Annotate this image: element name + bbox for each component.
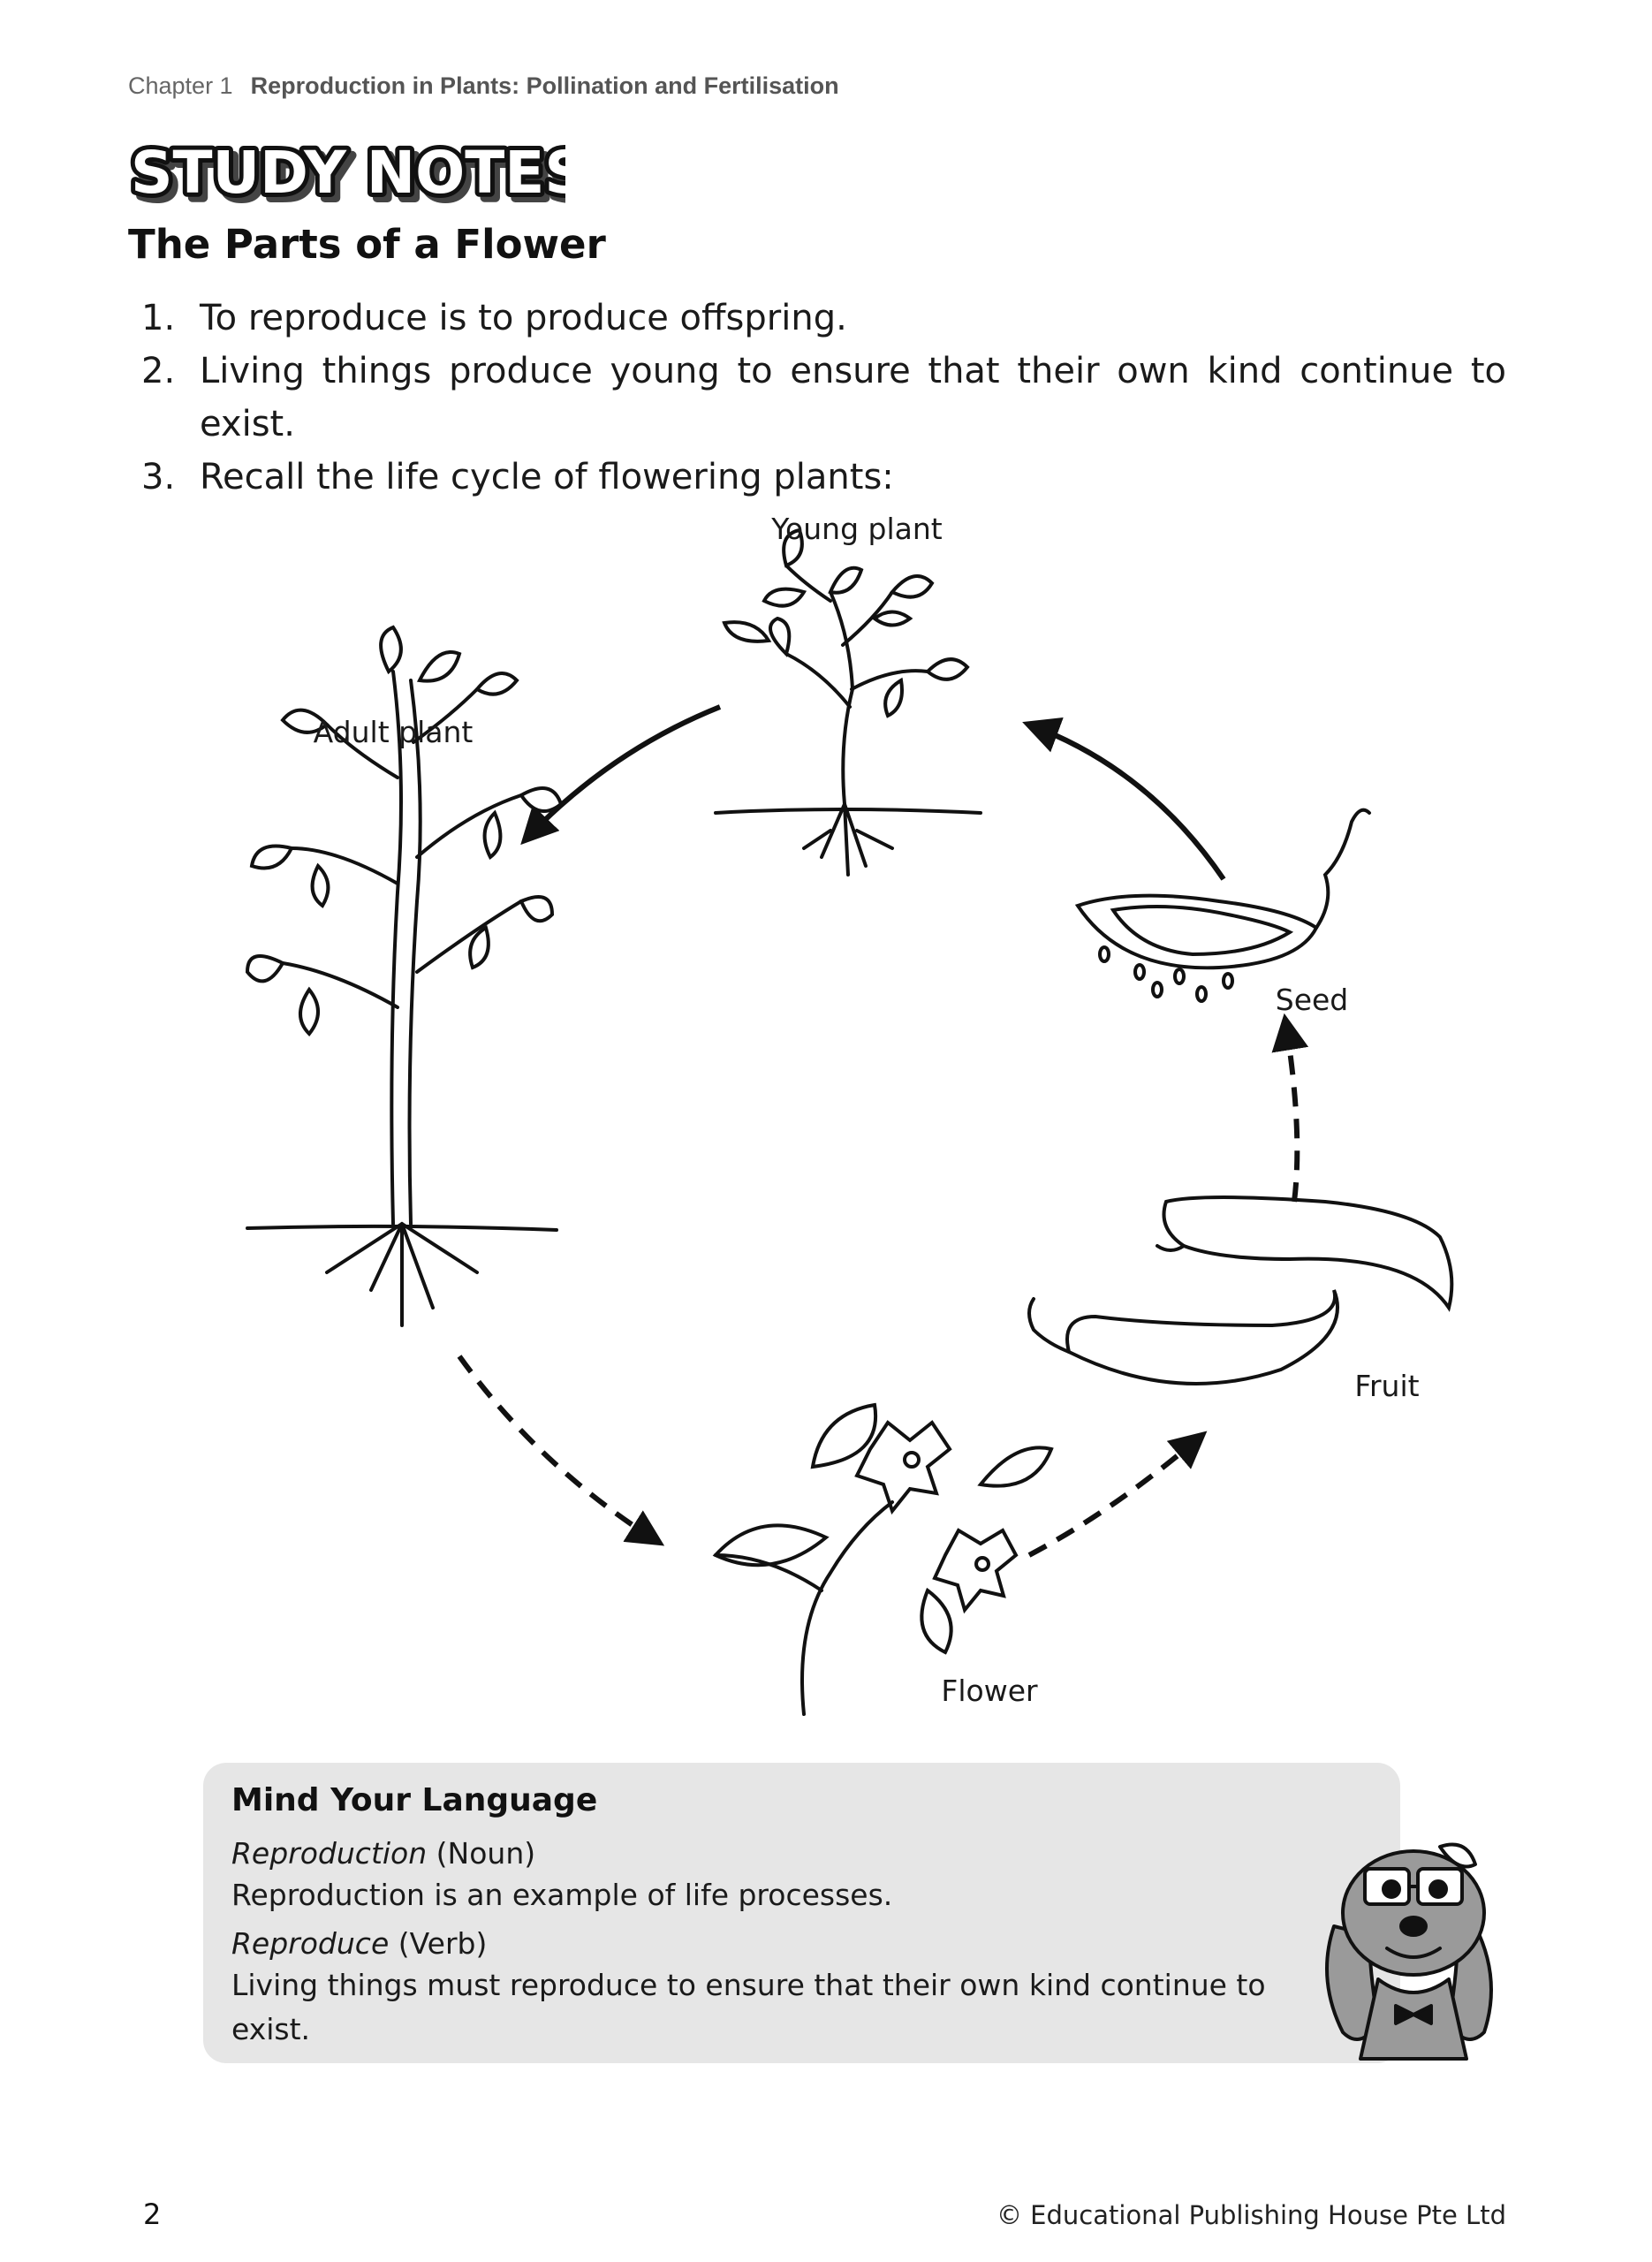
label-adult-plant: Adult plant: [314, 715, 474, 749]
term1-example: Reproduction is an example of life proce…: [231, 1873, 1283, 1917]
young-plant-illustration: [716, 530, 981, 875]
arrow-flower-to-fruit: [1029, 1436, 1201, 1555]
list-item: 2.Living things produce young to ensure …: [141, 345, 1506, 451]
term2: Reproduce: [231, 1926, 389, 1961]
fruit-illustration: [1029, 1197, 1451, 1384]
life-cycle-diagram: Young plant Adult plant Seed Fruit Flowe…: [221, 512, 1484, 1723]
study-notes-text: STUDY NOTES: [131, 139, 565, 207]
arrow-adult-to-flower: [459, 1356, 658, 1542]
label-young-plant: Young plant: [770, 512, 942, 546]
list-item: 3.Recall the life cycle of flowering pla…: [141, 451, 1506, 504]
copyright-text: © Educational Publishing House Pte Ltd: [997, 2200, 1506, 2230]
seed-pod-illustration: [1078, 810, 1369, 1001]
arrow-fruit-to-seed: [1285, 1021, 1297, 1202]
term2-example: Living things must reproduce to ensure t…: [231, 1963, 1283, 2052]
label-seed: Seed: [1276, 983, 1349, 1017]
chapter-title: Reproduction in Plants: Pollination and …: [251, 72, 839, 99]
label-fruit: Fruit: [1354, 1369, 1419, 1403]
mind-your-language-heading: Mind Your Language: [231, 1782, 597, 1818]
term1-line: Reproduction (Noun): [231, 1832, 1283, 1876]
term2-pos: (Verb): [398, 1926, 488, 1961]
study-notes-banner: STUDY NOTES STUDY NOTES STUDY NOTES: [124, 124, 565, 212]
points-list: 1.To reproduce is to produce offspring. …: [141, 292, 1506, 504]
list-item: 1.To reproduce is to produce offspring.: [141, 292, 1506, 345]
section-title: The Parts of a Flower: [128, 221, 606, 268]
page-number: 2: [143, 2197, 161, 2231]
arrow-seed-to-young: [1029, 725, 1224, 879]
mascot-illustration: [1316, 1838, 1515, 2068]
term1-pos: (Noun): [436, 1836, 535, 1871]
term2-line: Reproduce (Verb): [231, 1922, 1283, 1966]
chapter-header: Chapter 1 Reproduction in Plants: Pollina…: [128, 72, 839, 100]
flower-illustration: [716, 1405, 1051, 1714]
chapter-number: Chapter 1: [128, 72, 233, 99]
arrow-young-to-adult: [526, 707, 720, 839]
mind-your-language-box: Mind Your Language Reproduction (Noun) R…: [203, 1763, 1400, 2063]
label-flower: Flower: [941, 1674, 1038, 1708]
term1: Reproduction: [231, 1836, 427, 1871]
